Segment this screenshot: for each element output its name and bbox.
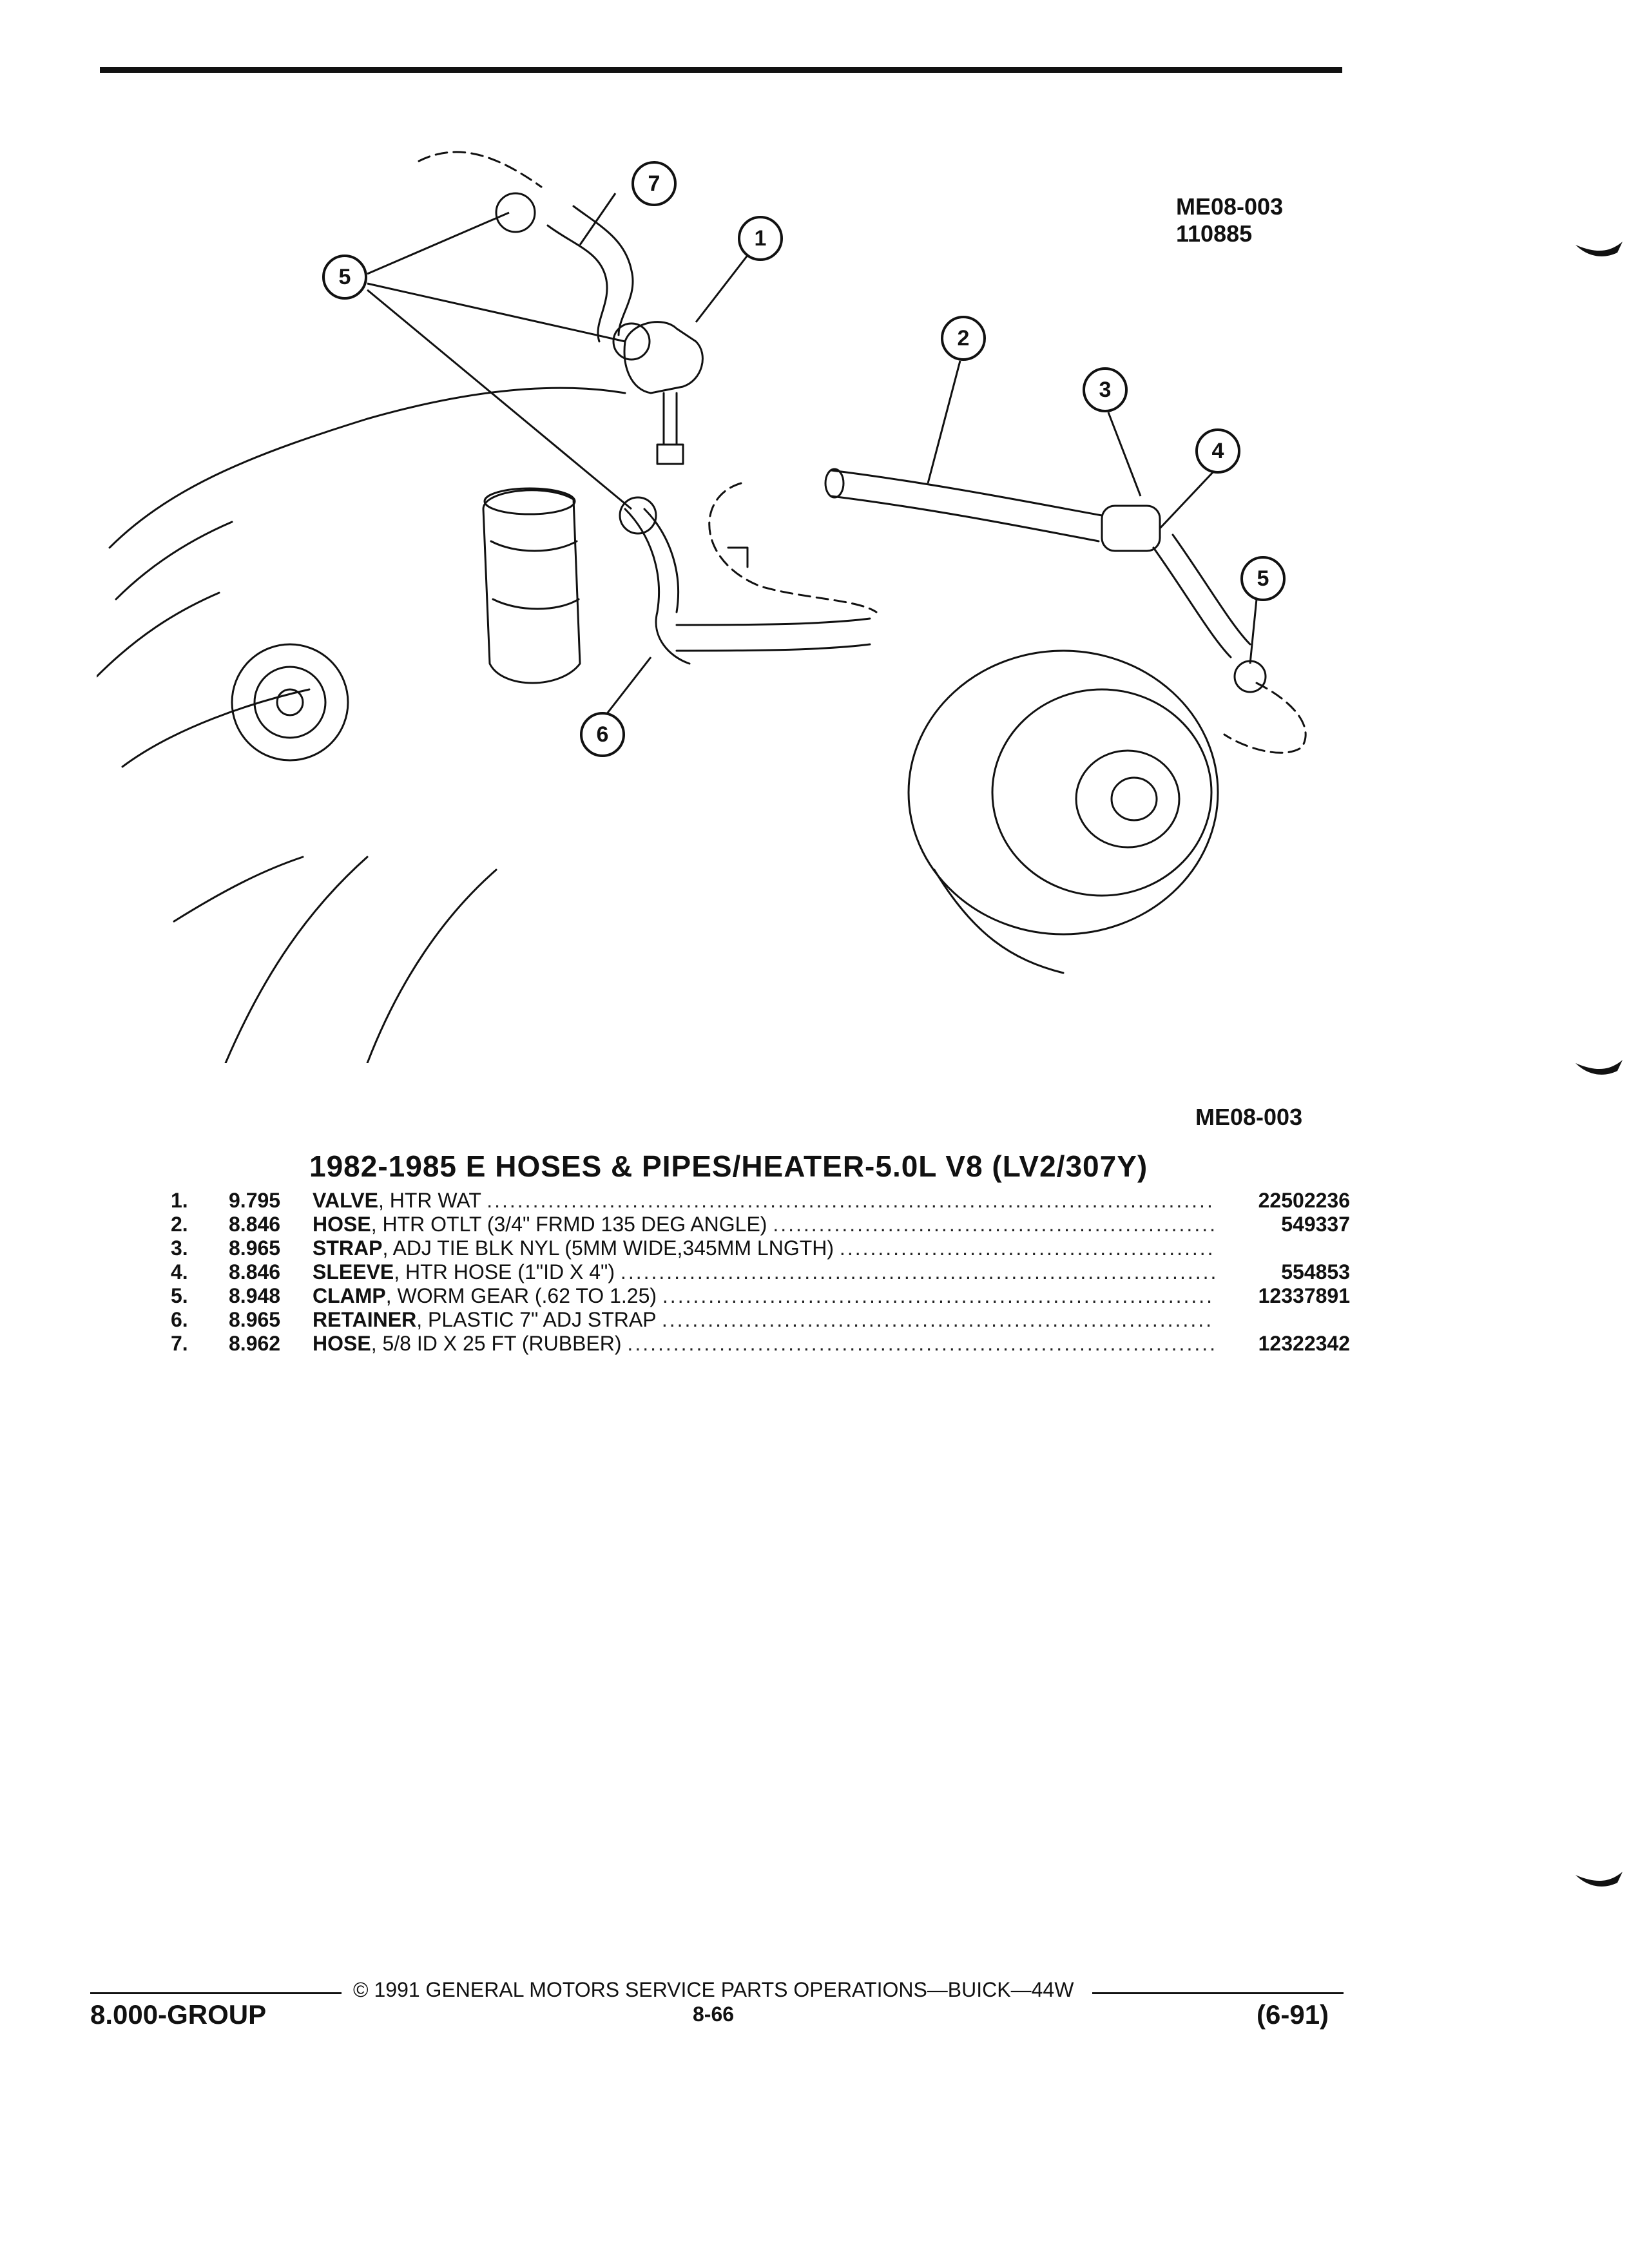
callout-1: 1	[738, 216, 783, 261]
binder-mark-icon	[1576, 242, 1623, 256]
part-row: 7. 8.962 HOSE, 5/8 ID X 25 FT (RUBBER) .…	[171, 1332, 1350, 1355]
hose-2	[830, 469, 1103, 517]
callout-4: 4	[1195, 428, 1240, 474]
figure-code: ME08-003	[1176, 193, 1284, 220]
footer-page-number: 8-66	[693, 2003, 735, 2026]
figure-code-bottom: ME08-003	[1195, 1104, 1303, 1130]
figure-id-block: ME08-003 110885	[1176, 193, 1283, 247]
footer-rule-right	[1092, 1992, 1344, 1994]
callout-2: 2	[941, 316, 986, 361]
binder-mark-icon	[1576, 1872, 1623, 1887]
svg-text:1: 1	[755, 226, 767, 251]
engine-outline	[108, 387, 626, 549]
top-rule	[100, 67, 1342, 73]
exploded-diagram: 7 1 5 2 3 4 5 6	[97, 151, 1307, 1063]
svg-text:5: 5	[1257, 566, 1269, 591]
parts-list: 1. 9.795 VALVE, HTR WAT ................…	[171, 1189, 1350, 1356]
svg-text:2: 2	[958, 326, 970, 351]
svg-text:6: 6	[597, 722, 609, 747]
callout-5-right: 5	[1240, 556, 1286, 601]
footer-copyright: © 1991 GENERAL MOTORS SERVICE PARTS OPER…	[353, 1978, 1074, 2001]
part-row: 1. 9.795 VALVE, HTR WAT ................…	[171, 1189, 1350, 1212]
svg-text:3: 3	[1099, 378, 1112, 402]
canister	[482, 489, 581, 684]
compressor	[907, 649, 1219, 936]
svg-text:5: 5	[339, 265, 351, 289]
svg-text:7: 7	[648, 171, 660, 196]
heater-valve	[623, 321, 704, 394]
callout-6: 6	[580, 712, 625, 757]
callout-3: 3	[1083, 367, 1128, 412]
part-row: 6. 8.965 RETAINER, PLASTIC 7" ADJ STRAP …	[171, 1308, 1215, 1331]
section-title: 1982-1985 E HOSES & PIPES/HEATER-5.0L V8…	[309, 1149, 1148, 1183]
binder-mark-icon	[1576, 1060, 1623, 1075]
part-row: 4. 8.846 SLEEVE, HTR HOSE (1"ID X 4") ..…	[171, 1260, 1350, 1283]
footer-group: 8.000-GROUP	[90, 1999, 267, 2030]
svg-text:4: 4	[1212, 439, 1224, 463]
part-row: 2. 8.846 HOSE, HTR OTLT (3/4" FRMD 135 D…	[171, 1213, 1350, 1236]
callout-7: 7	[631, 161, 677, 206]
pulley	[231, 643, 349, 762]
figure-number: 110885	[1176, 220, 1253, 247]
part-row: 3. 8.965 STRAP, ADJ TIE BLK NYL (5MM WID…	[171, 1236, 1215, 1260]
hose-7	[546, 224, 608, 343]
sleeve-4	[1101, 505, 1161, 552]
callout-5-top: 5	[322, 255, 367, 300]
part-row: 5. 8.948 CLAMP, WORM GEAR (.62 TO 1.25) …	[171, 1284, 1350, 1307]
footer-rule-left	[90, 1992, 342, 1994]
footer-date: (6-91)	[1257, 1999, 1329, 2030]
